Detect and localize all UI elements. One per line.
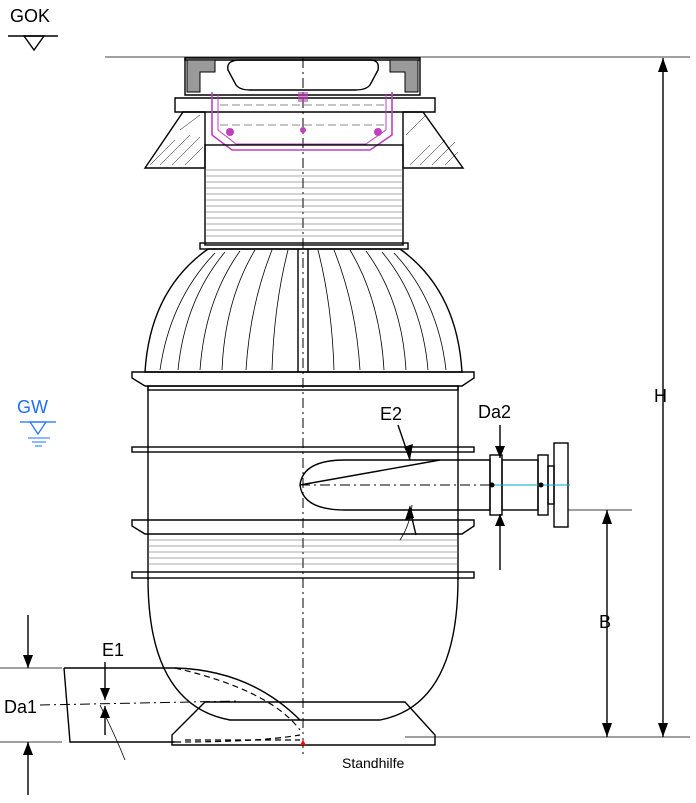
inlet-pipe [39, 667, 301, 761]
e1-label: E1 [102, 640, 124, 660]
groundwater-marker: GW [17, 397, 56, 447]
shaft-neck [199, 144, 409, 250]
standing-aid [171, 701, 436, 746]
gw-label: GW [17, 397, 48, 417]
ground-level-marker: GOK [8, 6, 58, 52]
shaft-body [131, 371, 475, 721]
da2-label: Da2 [478, 402, 511, 422]
shaft-dome [144, 248, 463, 373]
h-dimension [658, 58, 668, 737]
groundwater-level-triangle-icon [20, 421, 56, 447]
da2-dimension [495, 425, 505, 570]
e1-arrows [100, 662, 110, 735]
ground-level-triangle-icon [8, 35, 58, 52]
e2-arrows [397, 424, 417, 536]
da1-dimension [0, 615, 62, 795]
concrete-ring [143, 111, 465, 169]
manhole-cover [174, 57, 436, 151]
da1-label: Da1 [4, 697, 37, 717]
b-dimension [568, 509, 632, 737]
h-label: H [654, 386, 667, 406]
b-label: B [599, 612, 611, 632]
outlet-pipe [299, 442, 570, 541]
e2-label: E2 [380, 404, 402, 424]
gok-label: GOK [10, 6, 50, 26]
standhilfe-label: Standhilfe [342, 755, 404, 771]
